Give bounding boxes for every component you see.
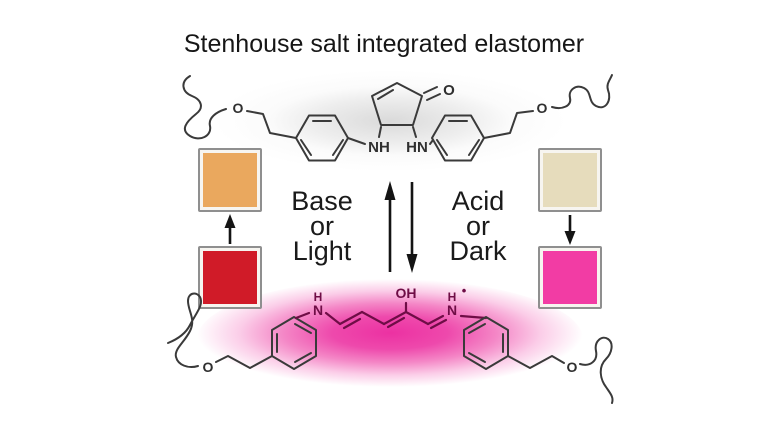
swatch-top-left — [198, 148, 262, 212]
polymethine-chain — [324, 301, 448, 330]
h-right-label: H — [448, 290, 457, 304]
swatch-top-left-fill — [203, 153, 257, 207]
radical-dot: • — [462, 283, 467, 298]
bond-nh-pentenone-left — [378, 126, 382, 138]
label-dark: Dark — [449, 236, 507, 266]
benzene-ring-left — [295, 114, 349, 162]
benzene-ring-right — [431, 114, 485, 162]
polymer-squiggle-top-left — [182, 75, 227, 140]
benzene-ring-left — [271, 316, 317, 370]
swatch-bottom-left — [198, 246, 262, 309]
closed-form-structure: O NH O HN O — [182, 74, 613, 162]
carbonyl-double-bond — [423, 86, 441, 101]
ethylene-linker-left — [215, 355, 273, 369]
bond-ring-n-left — [294, 311, 311, 320]
polymer-squiggle-bottom-right — [579, 336, 614, 404]
ether-oxygen-right-label: O — [537, 100, 548, 116]
label-base-or-light: Base or Light — [267, 186, 377, 266]
arrow-left-up — [224, 214, 236, 244]
ether-oxygen-right-label: O — [567, 359, 578, 375]
nh-left-label: NH — [368, 139, 390, 156]
bond-nh-pentenone-right — [412, 126, 417, 138]
nh-right-label: HN — [406, 139, 428, 156]
label-base: Base — [291, 186, 353, 216]
ethylene-linker-right — [483, 110, 534, 139]
benzene-ring-right — [463, 316, 509, 370]
ether-oxygen-left-label: O — [233, 100, 244, 116]
arrow-equilibrium-down — [406, 182, 418, 273]
oh-label: OH — [396, 285, 417, 301]
ethylene-linker-left — [246, 110, 297, 139]
h-left-label: H — [314, 290, 323, 304]
ethylene-linker-right — [507, 355, 565, 369]
swatch-bottom-right-fill — [543, 251, 597, 304]
label-light: Light — [292, 236, 352, 266]
label-acid-or-dark: Acid or Dark — [423, 186, 533, 266]
cyclopentenone-ring — [371, 82, 441, 126]
arrow-equilibrium-up — [384, 181, 396, 272]
n-right-label: N — [447, 302, 457, 318]
swatch-bottom-right — [538, 246, 602, 309]
figure-title: Stenhouse salt integrated elastomer — [183, 30, 585, 58]
open-form-structure: O N H OH N H • O — [167, 283, 614, 404]
swatch-top-right — [538, 148, 602, 212]
iminium-double-bond — [426, 314, 448, 330]
bond-n-ring-right — [459, 314, 488, 320]
ether-oxygen-left-label: O — [203, 359, 214, 375]
ketone-oxygen-label: O — [443, 82, 455, 99]
label-or-right: or — [465, 211, 490, 241]
label-acid: Acid — [451, 186, 505, 216]
arrow-right-down — [564, 215, 576, 245]
bond-ring-nh-left — [347, 137, 366, 145]
swatch-bottom-left-fill — [203, 251, 257, 304]
polymer-squiggle-top-right — [551, 74, 613, 109]
swatch-top-right-fill — [543, 153, 597, 207]
label-or-left: or — [309, 211, 334, 241]
polymer-squiggle-bottom-left — [167, 292, 202, 368]
n-left-label: N — [313, 302, 323, 318]
